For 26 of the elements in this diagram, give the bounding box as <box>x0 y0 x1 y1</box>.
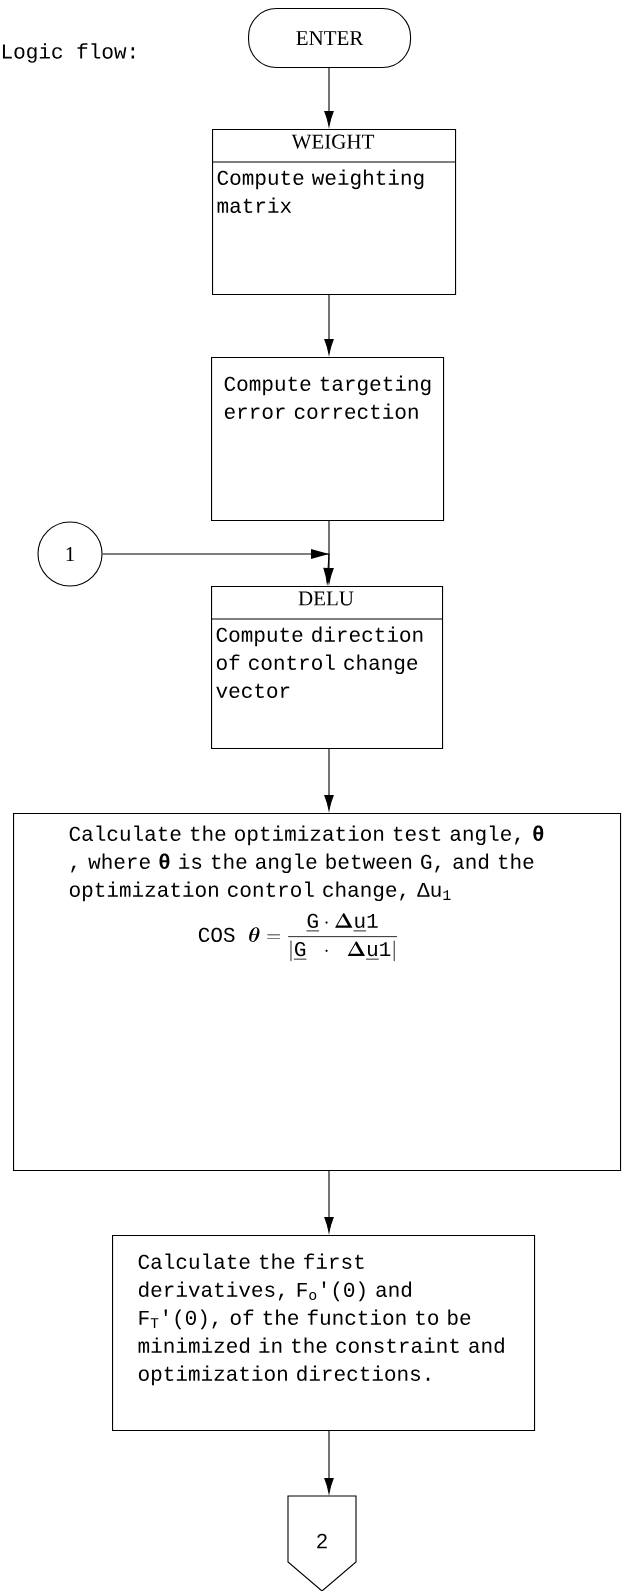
step-text: Calculate the optimization test angle, θ , where θ is the angle between G, and the optimization control change, Δu$_{1}$ <box>69 825 544 902</box>
connector-circle <box>37 521 103 587</box>
arrow <box>324 748 334 811</box>
formula: $\mathrm{COS}\ \boldsymbol{\theta} = \frac{\underline{\mathrm{G}}\cdot\boldsymbol{\Delta}\underline{\mathrm{u}}\mathrm{1}}{|\underline{\mathrm{G}}\ \cdot\ \boldsymbol{\Delta}\underline{\mathrm{u}}\mathrm{1}|}$ <box>198 913 398 962</box>
arrow <box>324 294 334 355</box>
heading-label: Logic flow: <box>3 43 135 63</box>
process-box <box>211 357 445 522</box>
terminal-label: ENTER <box>296 31 364 45</box>
step-text: Compute direction of control change vector <box>216 626 423 698</box>
connector-number: 2 <box>317 1533 327 1549</box>
process-box <box>13 813 622 1172</box>
step-text: Compute weighting matrix <box>217 169 424 213</box>
arrow <box>324 1430 334 1494</box>
arrow <box>324 67 334 127</box>
step-text: Calculate the first derivatives, F$_{o}$'(0) and F$_{T}$'(0), of the function to be minimized in the constraint and optimization directions. <box>138 1253 504 1386</box>
arrow <box>324 1170 334 1233</box>
terminal-shape <box>248 8 412 69</box>
process-box <box>210 586 444 750</box>
off-page-connector <box>287 1495 357 1591</box>
module-name: DELU <box>298 591 354 606</box>
process-box <box>112 1235 536 1432</box>
connector-number: 1 <box>66 547 74 561</box>
process-box <box>211 129 457 296</box>
module-name: WEIGHT <box>291 134 375 149</box>
arrow <box>102 549 333 584</box>
step-text: Compute targeting error correction <box>224 375 431 419</box>
